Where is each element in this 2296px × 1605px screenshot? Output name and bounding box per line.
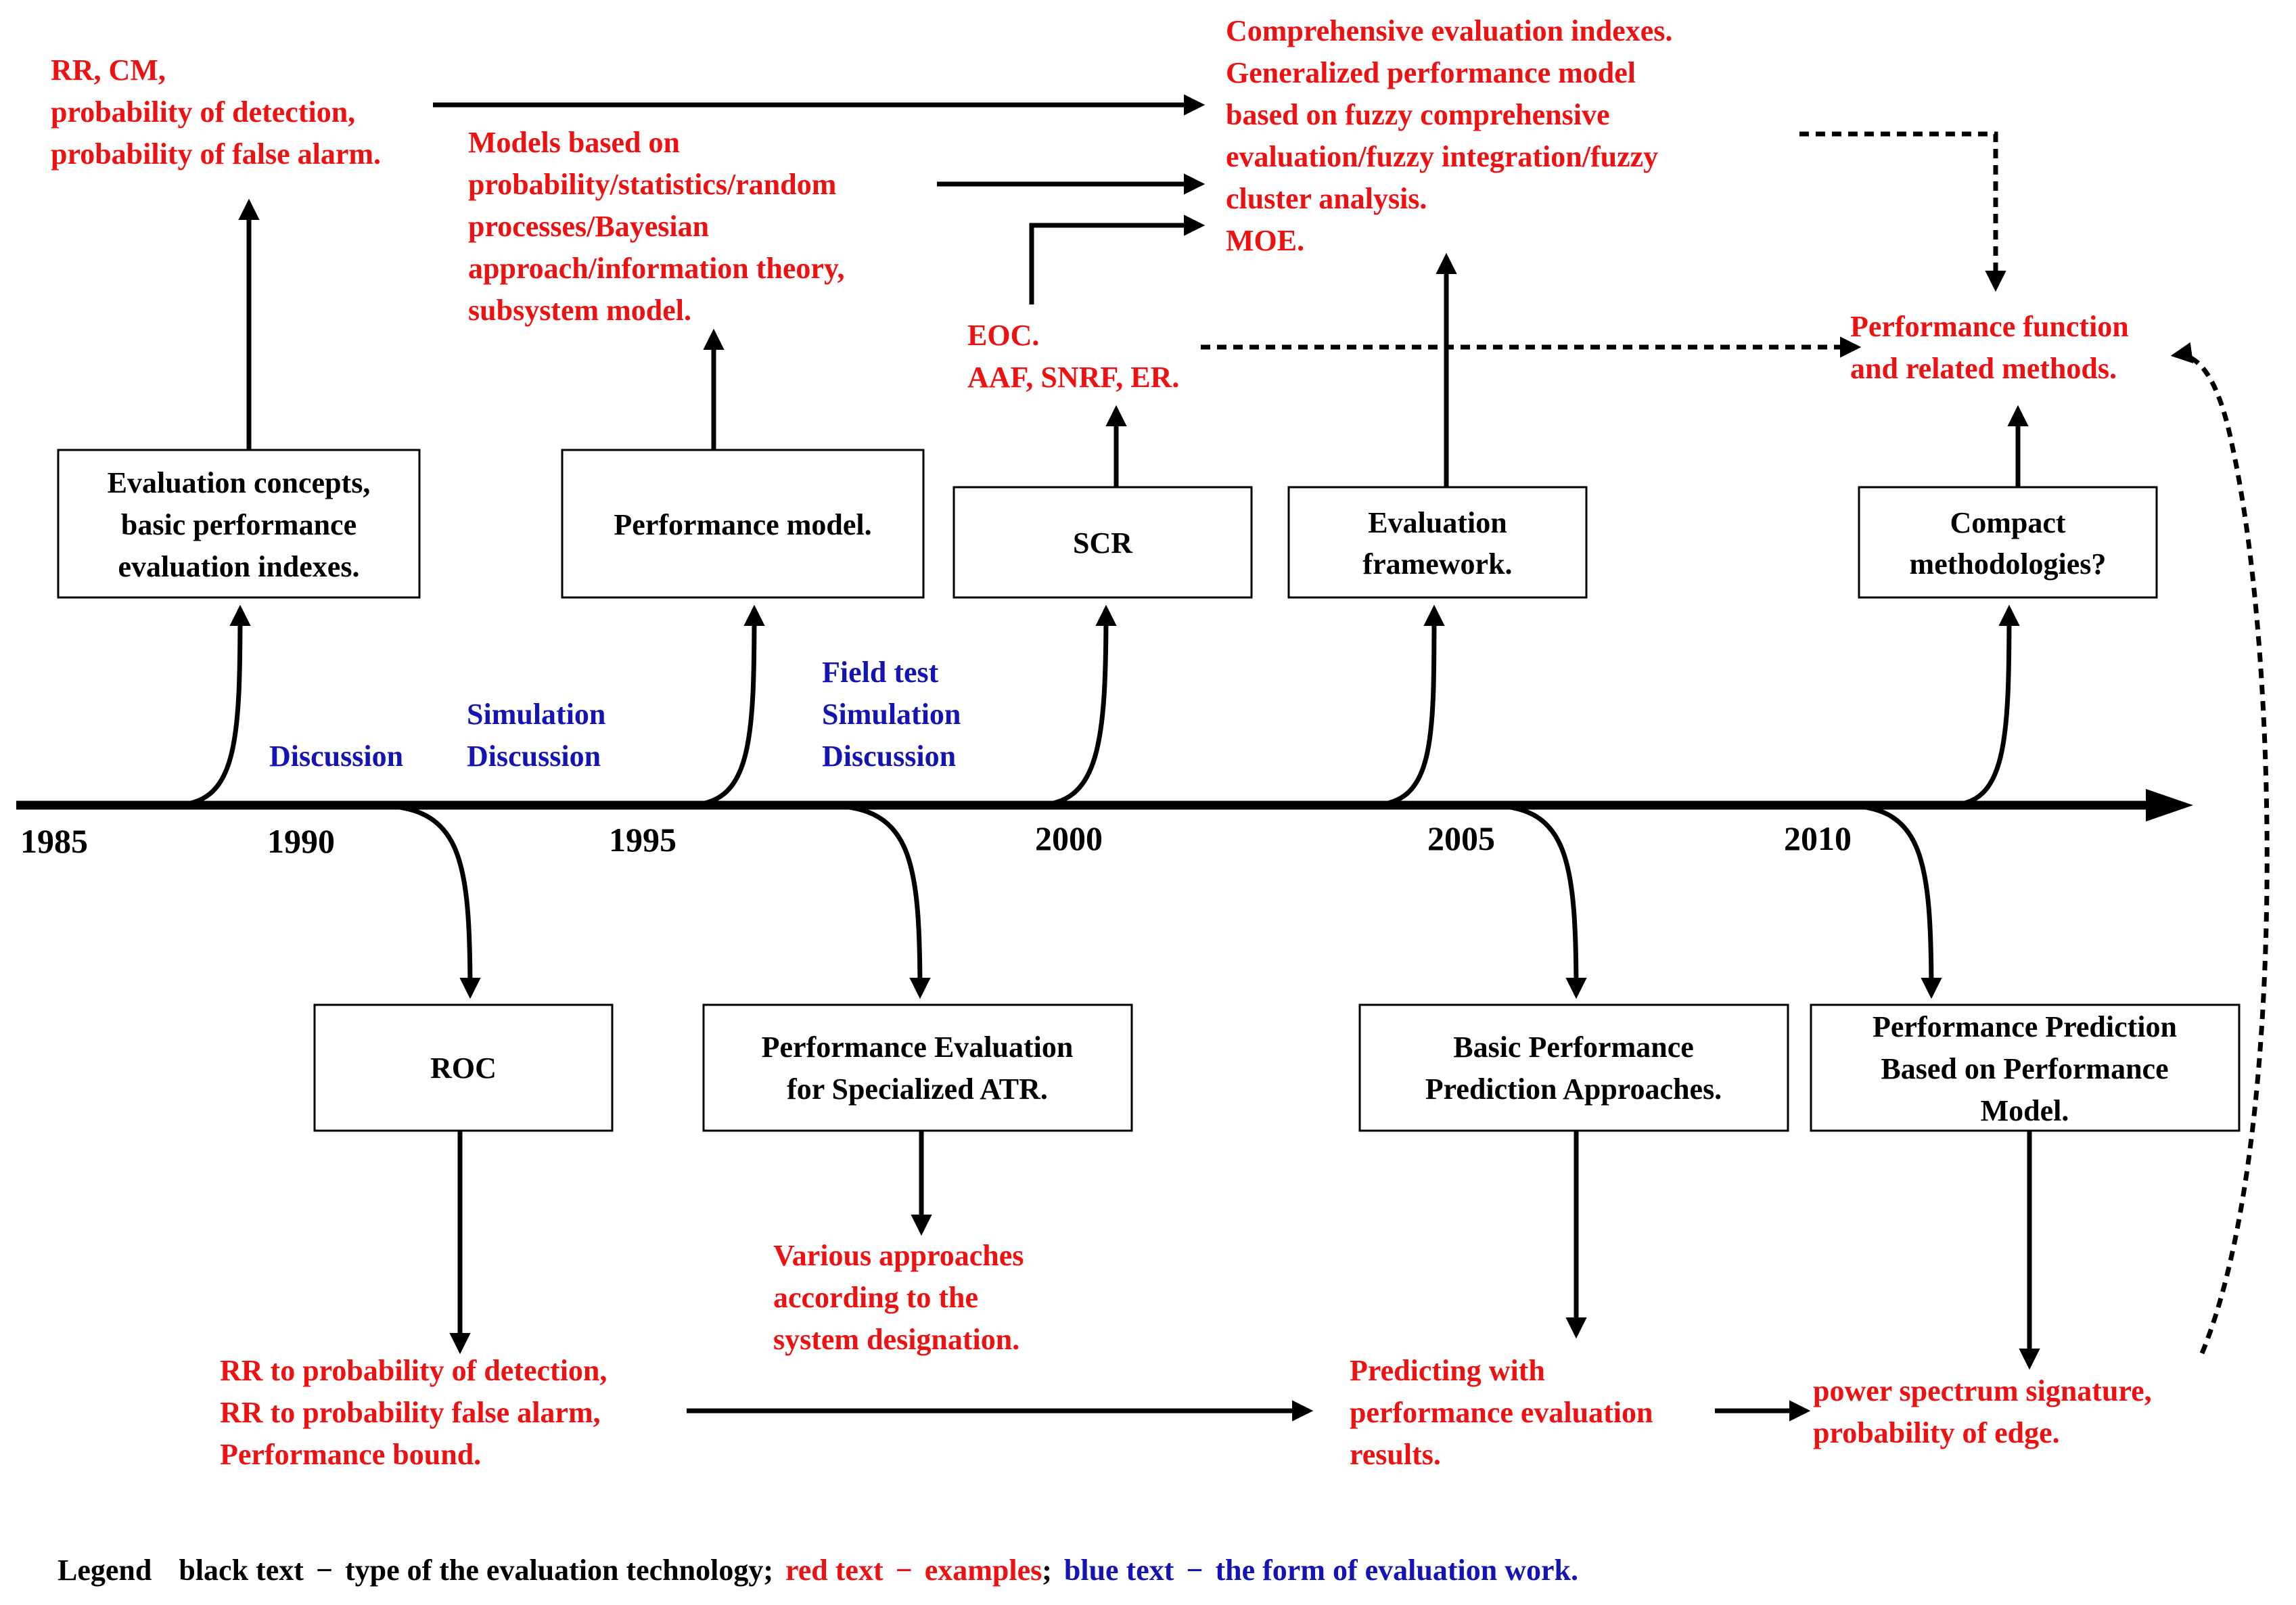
example-performance-function: Performance function and related methods…: [1850, 310, 2129, 385]
example-line: performance evaluation: [1350, 1396, 1653, 1429]
box-basic-prediction: Basic Performance Prediction Approaches.: [1358, 1003, 1789, 1132]
box-line: methodologies?: [1910, 547, 2107, 581]
box-line: Based on Performance: [1881, 1052, 2168, 1085]
box-prediction-model: Performance Prediction Based on Performa…: [1810, 1003, 2241, 1132]
example-line: EOC.: [967, 319, 1039, 352]
example-line: based on fuzzy comprehensive: [1226, 98, 1610, 131]
example-line: power spectrum signature,: [1813, 1374, 2152, 1407]
box-specialized-atr: Performance Evaluation for Specialized A…: [702, 1003, 1133, 1132]
box-line: Basic Performance: [1453, 1031, 1694, 1064]
example-rr-cm: RR, CM, probability of detection, probab…: [51, 53, 381, 171]
legend-dash: −: [316, 1554, 333, 1587]
example-line: probability of false alarm.: [51, 137, 381, 171]
example-line: MOE.: [1226, 224, 1304, 257]
legend-black-desc: type of the evaluation technology;: [345, 1554, 773, 1587]
example-line: RR to probability of detection,: [220, 1354, 607, 1387]
box-line: framework.: [1362, 547, 1512, 581]
box-to-example-arrows: [238, 198, 2040, 1370]
example-line: Performance bound.: [220, 1438, 481, 1471]
example-line: probability/statistics/random: [468, 168, 836, 201]
legend-blue-desc: the form of evaluation work.: [1215, 1554, 1578, 1587]
box-line: SCR: [1073, 526, 1133, 560]
box-evaluation-framework: Evaluation framework.: [1287, 486, 1588, 599]
year-2005: 2005: [1427, 819, 1495, 857]
dashed-relations: [1201, 131, 2270, 1355]
form-field-simulation-discussion: Field test Simulation Discussion: [822, 656, 961, 773]
example-line: evaluation/fuzzy integration/fuzzy: [1226, 140, 1658, 173]
legend-black-key: black text: [179, 1554, 304, 1587]
legend-blue-key: blue text: [1064, 1554, 1174, 1587]
example-line: approach/information theory,: [468, 252, 845, 285]
box-line: Evaluation: [1368, 506, 1507, 539]
legend-dash: −: [1186, 1554, 1203, 1587]
box-line: for Specialized ATR.: [787, 1072, 1048, 1106]
example-line: probability of edge.: [1813, 1416, 2060, 1449]
box-line: evaluation indexes.: [118, 550, 360, 583]
form-line: Field test: [822, 656, 939, 689]
box-roc: ROC: [313, 1003, 614, 1132]
example-eoc: EOC. AAF, SNRF, ER.: [967, 319, 1179, 394]
box-line: Performance Prediction: [1873, 1010, 2177, 1043]
form-line: Discussion: [822, 740, 956, 773]
box-line: Evaluation concepts,: [108, 466, 371, 499]
box-line: Prediction Approaches.: [1425, 1072, 1722, 1106]
example-line: RR, CM,: [51, 53, 166, 87]
box-scr: SCR: [952, 486, 1253, 599]
year-labels: 1985 1990 1995 2000 2005 2010: [20, 819, 1852, 860]
legend-red-desc: examples: [925, 1554, 1042, 1587]
form-discussion: Discussion: [269, 740, 403, 773]
box-line: Model.: [1981, 1094, 2069, 1127]
example-line: according to the: [773, 1281, 978, 1314]
example-line: Generalized performance model: [1226, 56, 1636, 89]
box-line: basic performance: [121, 508, 357, 541]
legend-red-key: red text: [785, 1554, 883, 1587]
example-line: Predicting with: [1350, 1354, 1545, 1387]
year-2000: 2000: [1035, 819, 1103, 857]
example-comprehensive: Comprehensive evaluation indexes. Genera…: [1226, 14, 1672, 257]
year-2010: 2010: [1784, 819, 1852, 857]
example-line: probability of detection,: [51, 95, 355, 129]
form-line: Discussion: [467, 740, 601, 773]
box-line: Performance Evaluation: [762, 1031, 1074, 1064]
example-power-spectrum: power spectrum signature, probability of…: [1813, 1374, 2152, 1449]
form-line: Discussion: [269, 740, 403, 773]
example-line: processes/Bayesian: [468, 210, 709, 243]
example-line: subsystem model.: [468, 294, 691, 327]
example-various-approaches: Various approaches according to the syst…: [773, 1239, 1024, 1356]
example-line: and related methods.: [1850, 352, 2117, 385]
example-line: Models based on: [468, 126, 680, 159]
legend-semicolon: ;: [1042, 1554, 1052, 1587]
example-flow-arrows: [433, 94, 1811, 1422]
example-line: Comprehensive evaluation indexes.: [1226, 14, 1672, 47]
box-compact-methodologies: Compact methodologies?: [1858, 486, 2158, 599]
box-line: Performance model.: [614, 508, 871, 541]
year-1985: 1985: [20, 822, 88, 860]
example-line: cluster analysis.: [1226, 182, 1427, 215]
example-line: system designation.: [773, 1323, 1019, 1356]
legend-dash: −: [896, 1554, 913, 1587]
example-line: Various approaches: [773, 1239, 1024, 1272]
example-line: RR to probability false alarm,: [220, 1396, 601, 1429]
example-models-based: Models based on probability/statistics/r…: [468, 126, 845, 327]
box-evaluation-concepts: Evaluation concepts, basic performance e…: [57, 449, 421, 599]
upward-branches: [172, 604, 2020, 808]
year-1990: 1990: [267, 822, 335, 860]
downward-branches: [371, 802, 1942, 999]
example-line: results.: [1350, 1438, 1441, 1471]
year-1995: 1995: [609, 821, 676, 859]
form-line: Simulation: [822, 698, 961, 731]
example-predicting: Predicting with performance evaluation r…: [1350, 1354, 1653, 1471]
form-simulation-discussion: Simulation Discussion: [467, 698, 605, 773]
example-rr-probability: RR to probability of detection, RR to pr…: [220, 1354, 607, 1471]
legend-title: Legend: [58, 1554, 152, 1587]
box-line: ROC: [430, 1052, 497, 1085]
example-line: AAF, SNRF, ER.: [967, 361, 1179, 394]
box-performance-model: Performance model.: [561, 449, 925, 599]
form-line: Simulation: [467, 698, 605, 731]
example-line: Performance function: [1850, 310, 2129, 343]
box-line: Compact: [1950, 506, 2065, 539]
